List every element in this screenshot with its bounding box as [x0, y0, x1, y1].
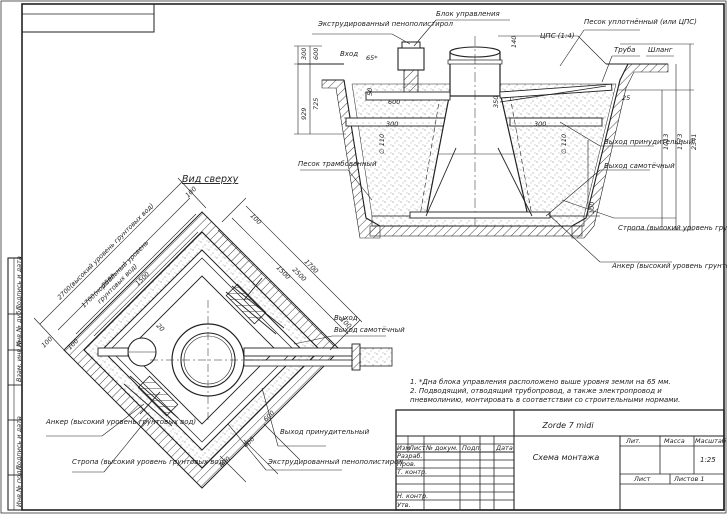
top-view-leaders: [46, 335, 386, 473]
tb-col-date: Дата: [495, 444, 513, 452]
label-gravity-outlet-side: Выход самотёчный: [604, 162, 675, 170]
tb-col-izm: Изм: [397, 444, 410, 452]
side-stamp-sign-date-1: Подпись и дата: [15, 256, 23, 310]
dim-1500-right: 1500: [275, 264, 292, 281]
tb-row-prov: Пров.: [397, 460, 416, 468]
tb-sheet: Лист: [633, 475, 651, 483]
side-stamp-inv-dubl: Инв.№ дубл.: [15, 305, 23, 347]
label-xps-side: Экструдированный пенополистирол: [317, 20, 453, 28]
dim-2500-right: 2500: [291, 266, 308, 283]
title-block-product: Zorde 7 midi: [541, 421, 594, 430]
dim-1173: 1173: [676, 133, 684, 150]
dim-1700-right: 1700: [303, 258, 320, 275]
slings-top: [225, 277, 285, 335]
tb-col-sign: Подп.: [462, 444, 482, 452]
side-view-leaders: [300, 19, 676, 263]
label-cps: ЦПС (1:4): [540, 32, 575, 40]
anchor-slab: [409, 211, 551, 219]
tb-massa: Масса: [664, 437, 685, 445]
label-sand-tamped: Песок трамбованный: [298, 160, 377, 168]
tb-lit: Лит.: [625, 437, 641, 445]
dim-350: 350: [492, 96, 500, 108]
note-2-cont: пневмолинию, монтировать в соответствии …: [410, 396, 680, 404]
tb-row-tkontr: Т. контр.: [397, 468, 427, 476]
dim-600a: 600: [312, 48, 320, 60]
label-hose: Шланг: [648, 46, 673, 54]
side-stamp: Подпись и дата Инв.№ дубл. Взам. инв.№ П…: [7, 256, 23, 511]
control-block: [397, 47, 425, 71]
dim-929: 929: [300, 108, 308, 120]
dim-25: 25: [622, 94, 630, 102]
dim-300b: 300: [386, 120, 398, 128]
sheet-frame: [21, 3, 725, 511]
label-anchor-top: Анкер (высокий уровень грунтовых вод): [45, 418, 196, 426]
label-sling-side: Стропа (высокий уровень грунтовых вод): [618, 224, 727, 232]
tb-sheets: Листов 1: [673, 475, 704, 483]
ground-hatch-right: [571, 63, 669, 239]
dim-20: 20: [155, 322, 167, 334]
label-gravity-outlet-top-1: Выход: [334, 314, 358, 322]
note-1: 1. *Дна блока управления расположено выш…: [410, 378, 671, 386]
dim-65: 65*: [366, 54, 378, 62]
label-pipe: Труба: [614, 46, 635, 54]
side-stamp-sign-date-2: Подпись и дата: [15, 416, 23, 470]
ground-hatch-bottom: [369, 225, 583, 237]
tb-row-nkontr: Н. контр.: [397, 492, 428, 500]
label-sand-compacted: Песок уплотнённый (или ЦПС): [584, 18, 697, 26]
outlet-pipe: [499, 83, 613, 99]
tb-masshtab: Масштаб: [695, 437, 726, 445]
side-view-dimensions: [294, 35, 694, 231]
tb-row-razrab: Разраб.: [397, 452, 423, 460]
dim-300a: 300: [300, 48, 308, 60]
dim-300c: 300: [534, 120, 546, 128]
side-stamp-inv-podl: Инв.№ подл.: [15, 464, 23, 507]
label-gravity-outlet-top: Выход самотёчный: [334, 326, 405, 334]
notes: 1. *Дна блока управления расположено выш…: [410, 378, 680, 404]
title-block: [395, 409, 725, 511]
dim-d110a: ∅ 110: [378, 134, 386, 154]
label-sling-top: Стропа (высокий уровень грунтовых вод): [72, 458, 227, 466]
side-view-section: [298, 36, 669, 239]
label-forced-outlet-side: Выход принудительный: [604, 138, 694, 146]
dim-2341: 2341: [690, 133, 698, 150]
label-xps-top: Экструдированный пенополистирол: [267, 458, 403, 466]
dim-600b: 600: [388, 98, 400, 106]
top-view-dimensions: [33, 177, 363, 483]
tb-col-list: Лист: [408, 444, 426, 452]
label-anchor-side: Анкер (высокий уровень грунтовых вод): [611, 262, 727, 270]
inlet-pipe: [365, 91, 451, 101]
dim-140: 140: [510, 36, 518, 48]
side-stamp-vzam-inv: Взам. инв.№: [15, 340, 23, 382]
title-block-drawing-name: Схема монтажа: [533, 453, 600, 462]
tb-col-doc: № докум.: [425, 444, 458, 452]
label-inlet: Вход: [340, 50, 358, 58]
top-left-stamp-box: [21, 3, 155, 33]
dim-1013: 1013: [662, 133, 670, 150]
top-view-title: Вид сверху: [182, 174, 239, 185]
outlet-pipe-plan: [243, 347, 353, 357]
tb-scale: 1:25: [700, 456, 716, 464]
label-forced-outlet-top: Выход принудительный: [280, 428, 370, 436]
sling-left: [425, 147, 533, 217]
dim-d110b: ∅ 110: [560, 134, 568, 154]
label-control-block: Блок управления: [436, 10, 500, 18]
xps-board-right: [509, 117, 603, 127]
note-2: 2. Подводящий, отводящий трубопровод, а …: [410, 387, 662, 395]
dim-725: 725: [312, 98, 320, 110]
dim-100-right-top: 100: [249, 212, 263, 226]
dim-50: 50: [366, 88, 374, 96]
tb-row-utv: Утв.: [397, 501, 411, 509]
top-view-plan: [63, 211, 393, 489]
dim-100: 100: [588, 202, 596, 214]
